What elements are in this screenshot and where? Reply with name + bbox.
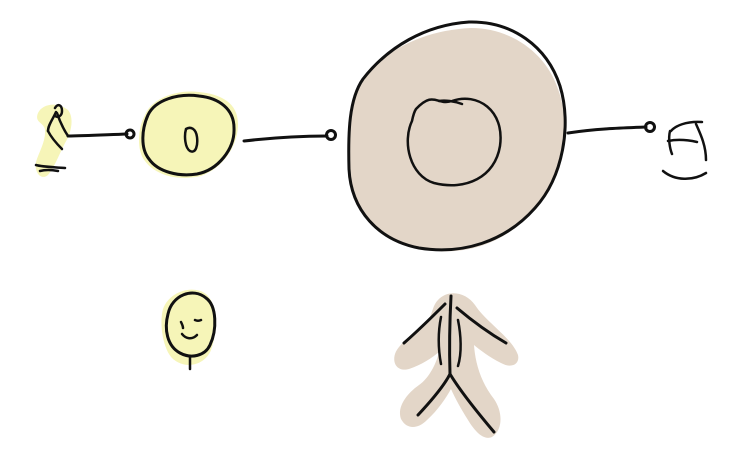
large-bubble-highlight [348,28,565,252]
connector-line-1 [66,128,136,140]
smiley-face-icon [161,289,217,371]
sitting-person-icon [34,103,72,177]
large-bubble-icon [347,20,567,252]
small-bubble-icon [138,91,238,178]
stick-figure-icon [394,293,519,438]
smiley-face-highlight [161,289,216,365]
stick-figure-highlight [394,293,519,438]
cup-icon [661,120,708,180]
small-bubble-highlight [138,91,238,178]
connector-line-2 [242,129,337,143]
connector-line-3 [566,121,656,135]
